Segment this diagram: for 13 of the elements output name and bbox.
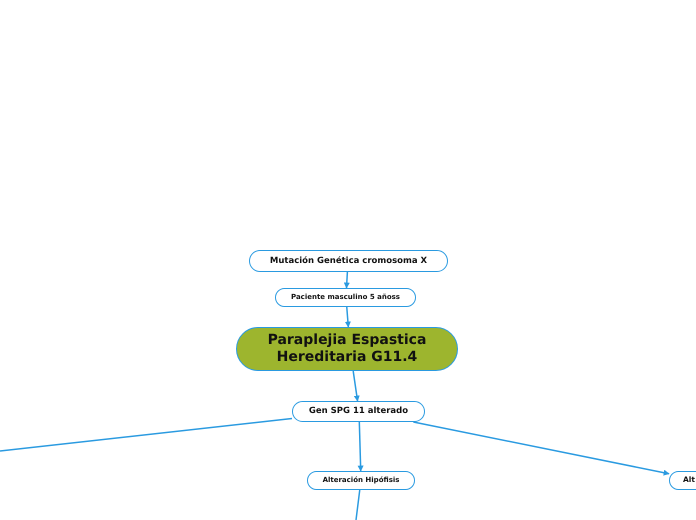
topic-label: Gen SPG 11 alterado (308, 406, 408, 417)
topic-box (275, 288, 416, 307)
connector-arrow (344, 306, 351, 328)
topic-box (307, 471, 415, 490)
connector-arrow (358, 422, 364, 472)
central-topic (236, 327, 458, 371)
topic-label: Mutación Genética cromosoma X (270, 256, 428, 266)
connector-arrow (413, 421, 670, 476)
connector-arrow (344, 272, 350, 289)
topic-label: Paraplejia Espastica Hereditaria G11.4 (267, 332, 427, 366)
topic-box (249, 250, 448, 272)
connector-arrow (352, 370, 360, 402)
topic-box (292, 401, 425, 422)
